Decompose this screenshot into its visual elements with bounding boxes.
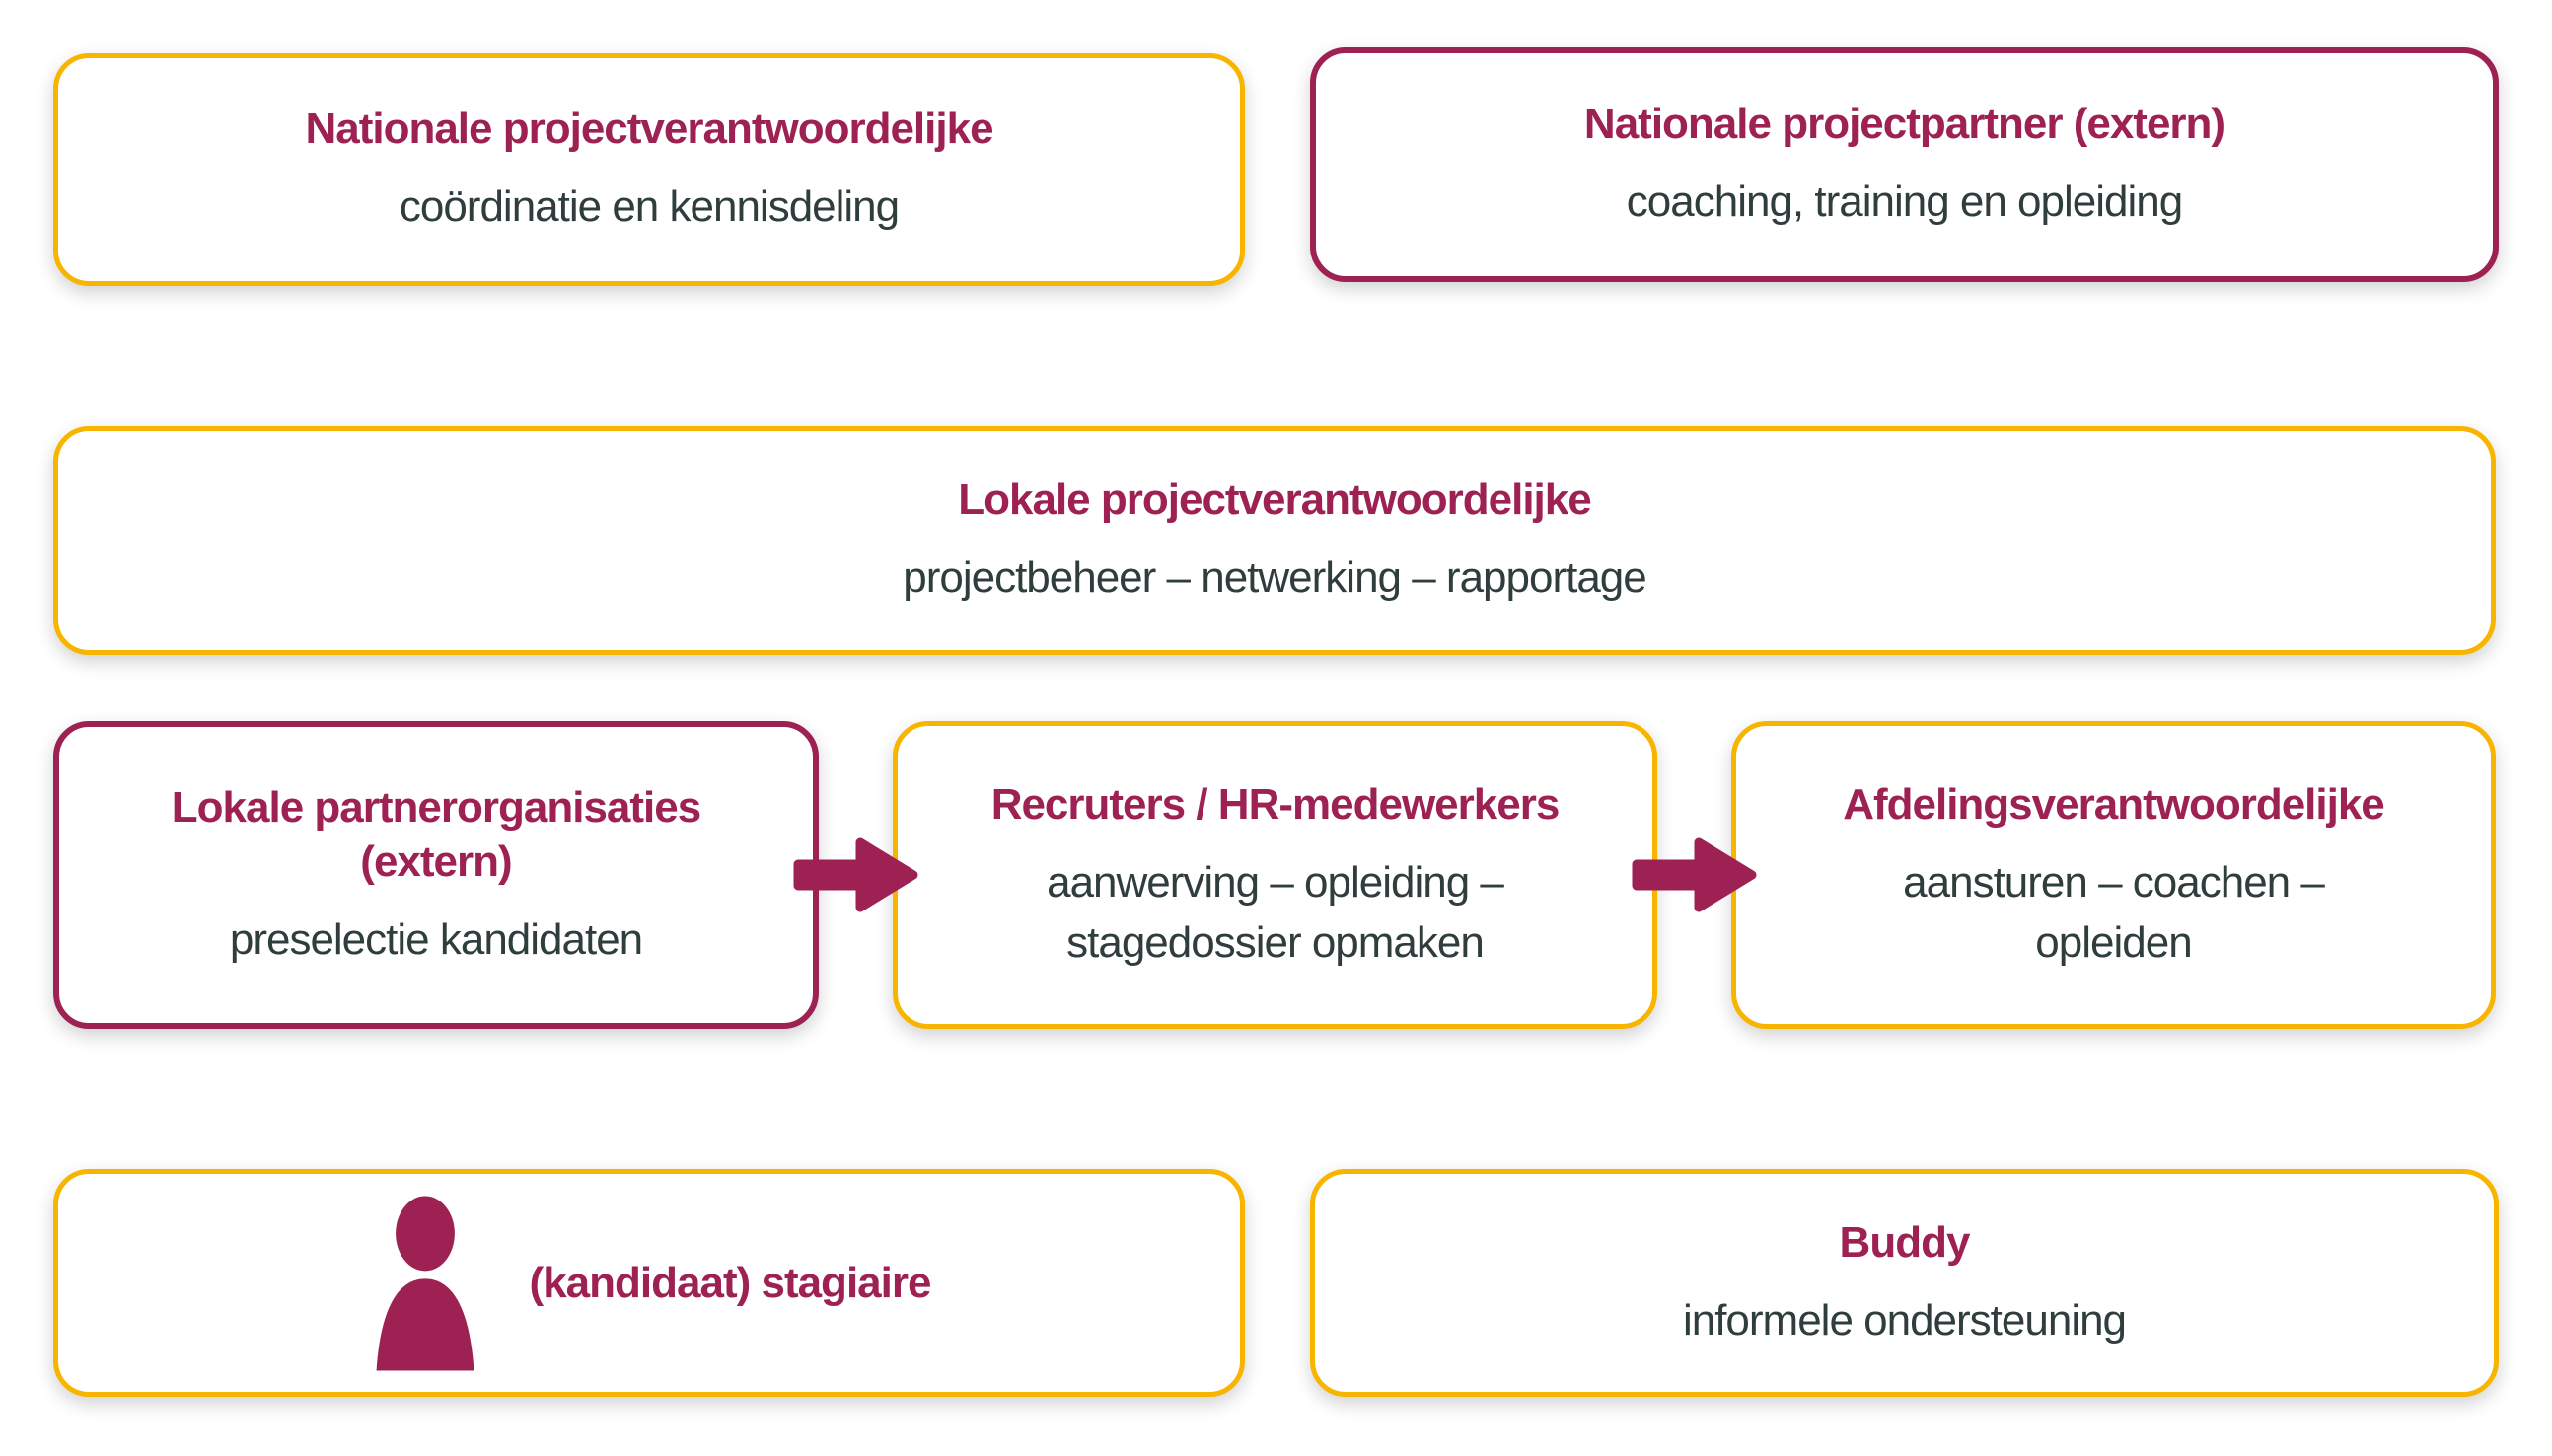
box-title: Recruters / HR-medewerkers (990, 779, 1561, 829)
box-title: Nationale projectverantwoordelijke (305, 105, 993, 154)
box-recruters-hr-medewerkers: Recruters / HR-medewerkers aanwerving – … (893, 721, 1657, 1029)
box-subtitle: projectbeheer – netwerking – rapportage (903, 553, 1647, 603)
box-title: Buddy (1839, 1217, 1971, 1267)
arrow-right-icon (789, 833, 922, 917)
box-title: Nationale projectpartner (extern) (1583, 100, 2225, 149)
box-afdelingsverantwoordelijke: Afdelingsverantwoordelijke aansturen – c… (1731, 721, 2496, 1029)
box-subtitle: preselectie kandidaten (229, 914, 643, 964)
box-subtitle: aanwerving – opleiding – stagedossier op… (1047, 857, 1504, 967)
box-subtitle: coördinatie en kennisdeling (399, 182, 900, 232)
box-kandidaat-stagiaire: (kandidaat) stagiaire (53, 1169, 1245, 1397)
box-lokale-partnerorganisaties: Lokale partnerorganisaties (extern) pres… (53, 721, 819, 1029)
box-subtitle: aansturen – coachen – opleiden (1903, 857, 2325, 967)
box-title: Lokale projectverantwoordelijke (958, 475, 1591, 525)
person-icon (368, 1193, 482, 1374)
box-subtitle: informele ondersteuning (1682, 1295, 2127, 1345)
box-buddy: Buddy informele ondersteuning (1310, 1169, 2499, 1397)
box-title: Lokale partnerorganisaties (extern) (171, 782, 701, 886)
box-nationale-projectverantwoordelijke: Nationale projectverantwoordelijke coörd… (53, 53, 1245, 286)
box-title: (kandidaat) stagiaire (529, 1259, 932, 1307)
box-lokale-projectverantwoordelijke: Lokale projectverantwoordelijke projectb… (53, 426, 2496, 655)
box-subtitle: coaching, training en opleiding (1626, 178, 2183, 227)
box-nationale-projectpartner: Nationale projectpartner (extern) coachi… (1310, 47, 2499, 282)
box-title: Afdelingsverantwoordelijke (1843, 779, 2385, 829)
arrow-right-icon (1628, 833, 1761, 917)
